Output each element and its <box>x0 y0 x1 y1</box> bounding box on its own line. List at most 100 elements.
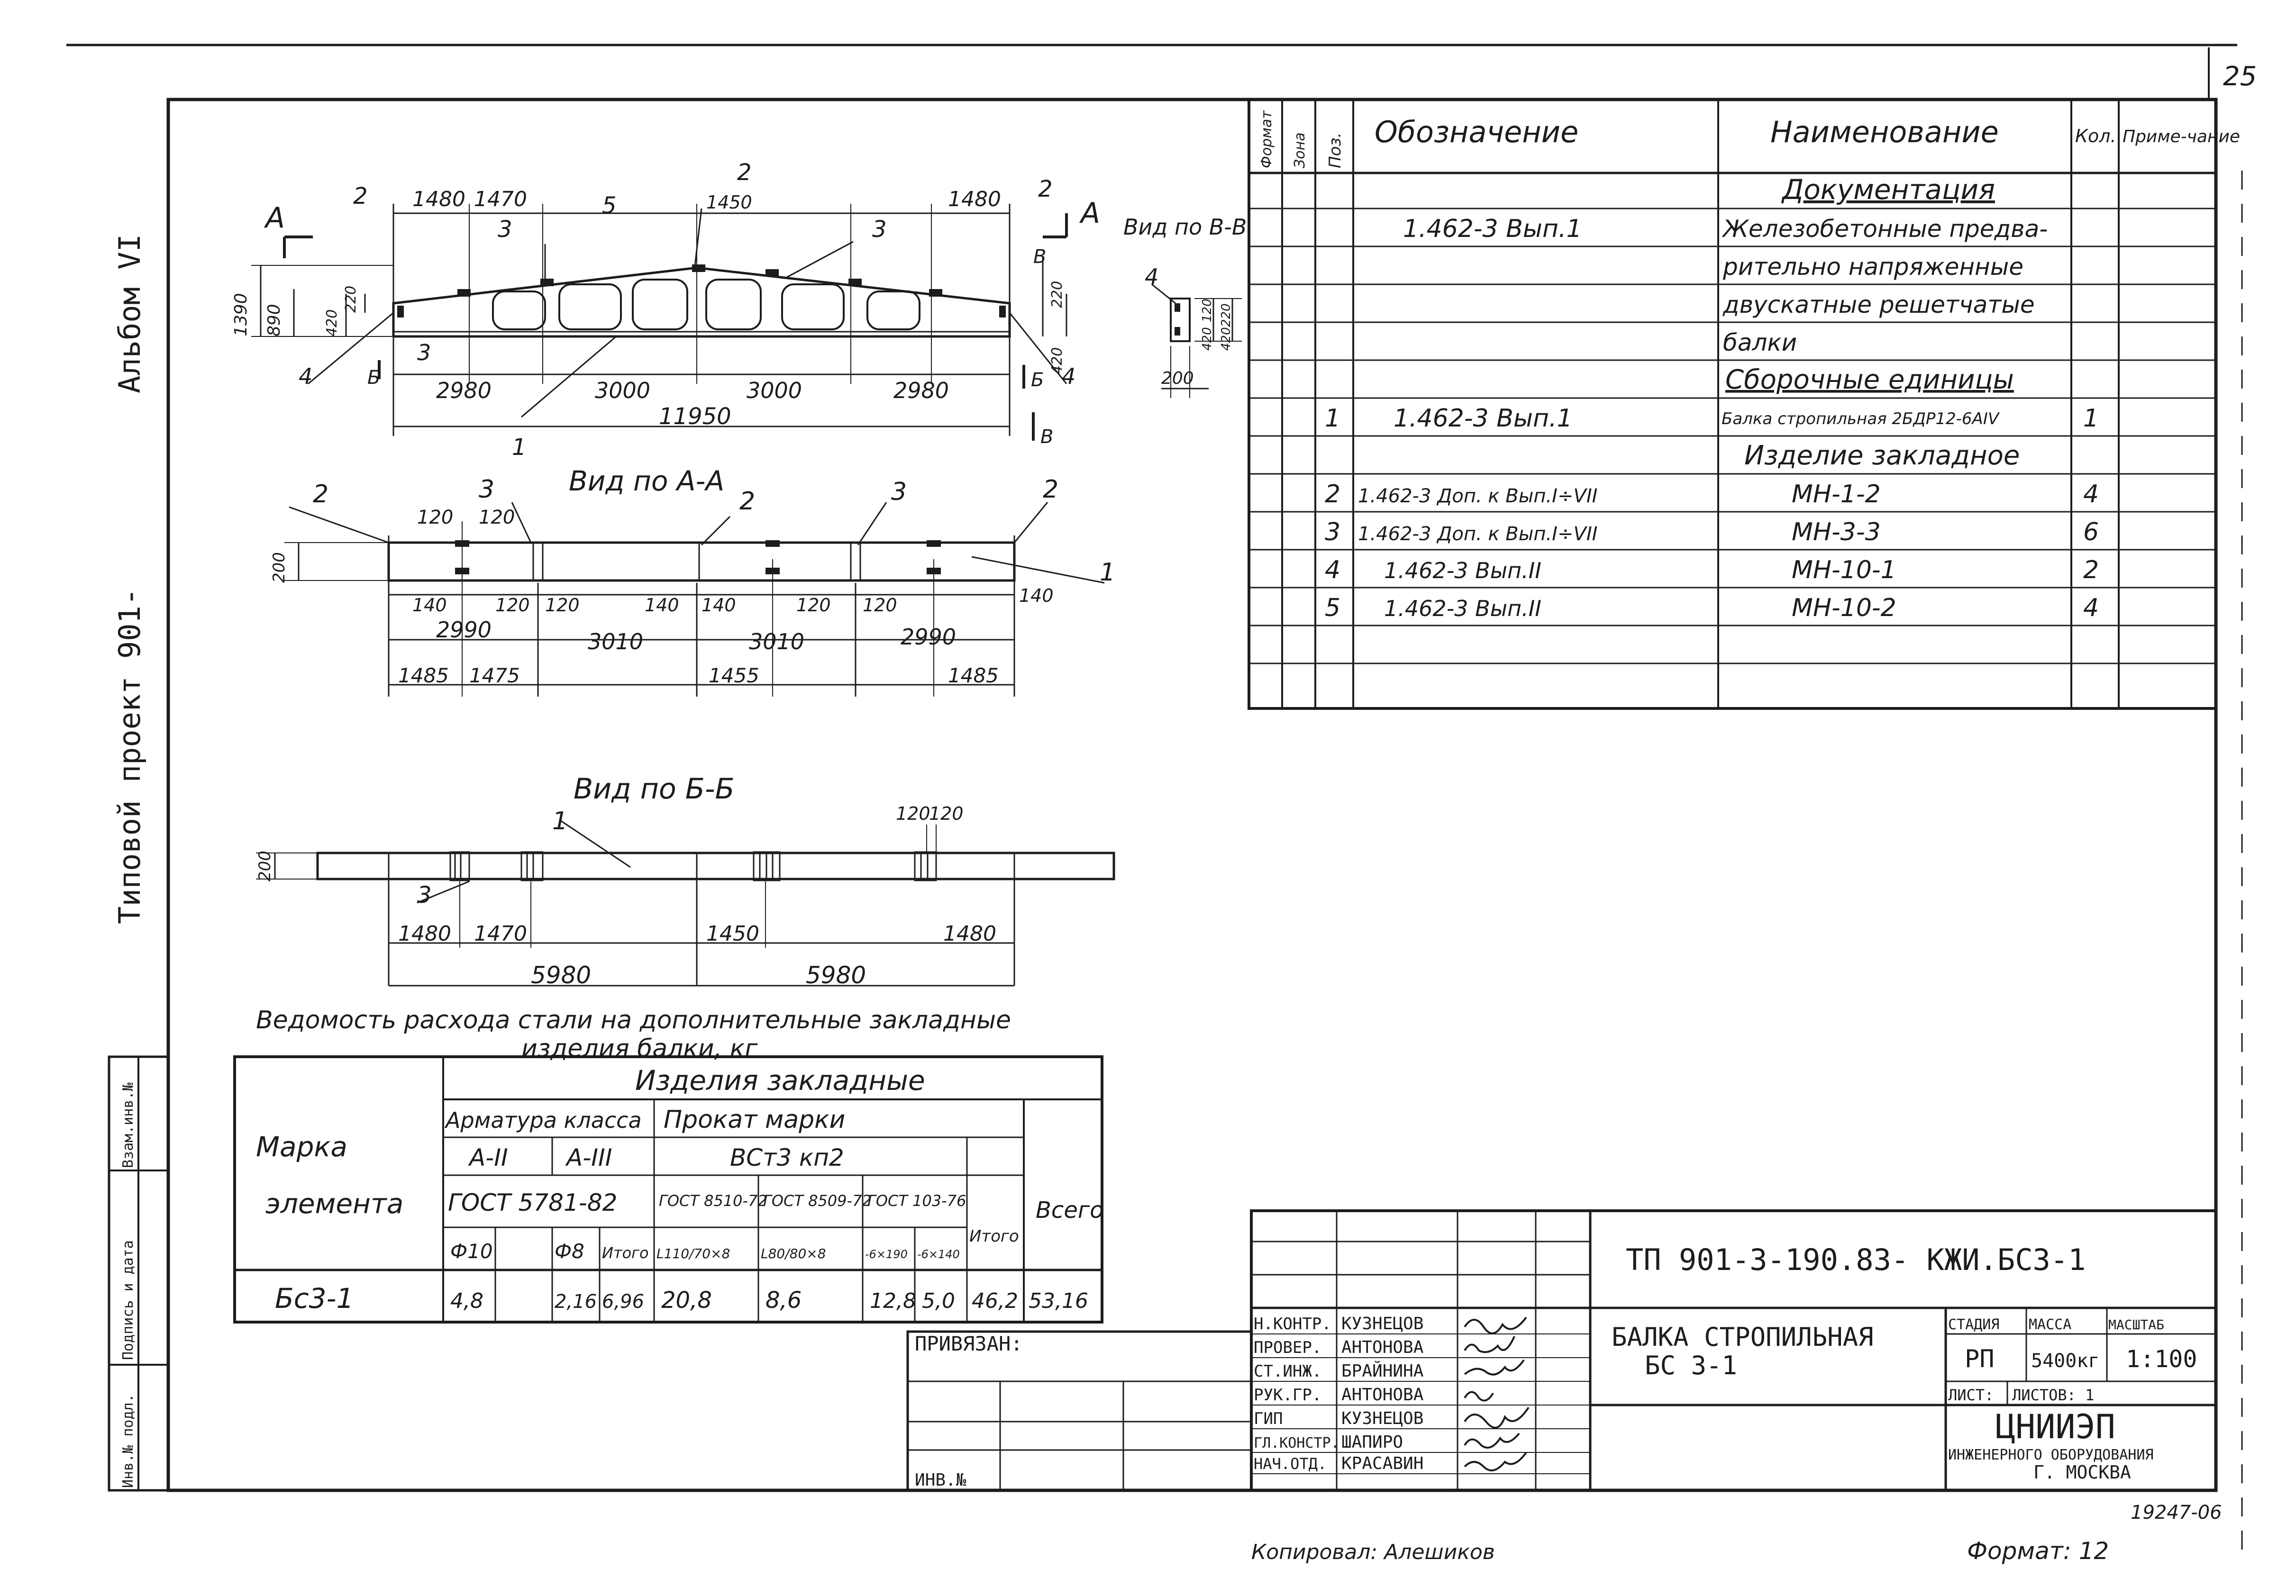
tb-org-3: Г. МОСКВА <box>2033 1462 2131 1483</box>
sign-date-label: Подпись и дата <box>120 1240 137 1360</box>
spec-section-doc: Документация <box>1781 173 1995 206</box>
steel-val-6: 12,8 <box>870 1289 916 1313</box>
vv-h-3: 220 <box>1219 303 1233 327</box>
aa-pos-1: 1 <box>1100 558 1115 587</box>
steel-gost-rebar: ГОСТ 5781-82 <box>448 1189 617 1216</box>
page-number: 25 <box>2223 61 2257 92</box>
dim-top-1: 1480 <box>412 187 465 211</box>
cut-v-top: В <box>1033 246 1046 268</box>
steel-sub-f10: Ф10 <box>450 1240 493 1263</box>
spec-row4-pos: 5 <box>1325 594 1340 622</box>
bb-offset-1: 1480 <box>398 922 451 946</box>
steel-sub-angle-1: L110/70×8 <box>656 1246 730 1261</box>
cut-a-left: А <box>264 201 285 235</box>
footer-copied: Копировал: Алешиков <box>1251 1540 1495 1564</box>
spec-unit-name: Балка стропильная 2БДР12-6АIV <box>1722 409 2000 428</box>
bb-offset-2: 1470 <box>474 922 527 946</box>
spec-h-note: Приме-чание <box>2123 127 2240 146</box>
height-4: 220 <box>343 286 359 313</box>
footer-number: 19247-06 <box>2131 1502 2222 1523</box>
tb-mass-label: МАССА <box>2029 1316 2071 1333</box>
bb-half-2: 5980 <box>806 961 866 989</box>
aa-small-4: 140 <box>645 595 679 616</box>
steel-val-3: 6,96 <box>602 1291 644 1313</box>
steel-val-1: 4,8 <box>450 1289 483 1313</box>
aa-small-1: 140 <box>412 595 447 616</box>
span-3: 3000 <box>747 378 802 403</box>
steel-mark-2: элемента <box>265 1188 403 1220</box>
tb-title-2: БС 3-1 <box>1645 1351 1737 1380</box>
steel-sub-angle-2: L80/80×8 <box>761 1246 826 1261</box>
tb-inv: ИНВ.№ <box>915 1470 966 1490</box>
view-vv-title: Вид по В-В <box>1123 214 1247 240</box>
tb-name-5: КУЗНЕЦОВ <box>1341 1409 1423 1428</box>
steel-val-8: 46,2 <box>972 1289 1018 1313</box>
steel-rebar-class: Арматура класса <box>444 1107 642 1133</box>
tb-stage: РП <box>1965 1345 1995 1373</box>
tb-org-2: ИНЖЕНЕРНОГО ОБОРУДОВАНИЯ <box>1948 1447 2153 1463</box>
spec-unit-pos: 1 <box>1325 404 1340 433</box>
aa-bottom-4: 1485 <box>948 664 999 687</box>
spec-row1-qty: 4 <box>2083 480 2099 508</box>
pos-3-b: 3 <box>872 216 887 243</box>
tb-name-7: КРАСАВИН <box>1341 1454 1423 1473</box>
steel-grade: ВСт3 кп2 <box>730 1144 844 1171</box>
tb-scale: 1:100 <box>2126 1345 2197 1373</box>
spec-doc-name-2: рительно напряженные <box>1722 253 2023 281</box>
tb-name-1: КУЗНЕЦОВ <box>1341 1314 1423 1333</box>
spec-row2-qty: 6 <box>2083 518 2099 546</box>
spec-table <box>1248 98 2217 710</box>
steel-gost-1: ГОСТ 8510-72 <box>659 1192 767 1210</box>
bb-pos-3: 3 <box>417 882 432 908</box>
steel-table <box>233 1055 1103 1324</box>
spec-row3-qty: 2 <box>2083 556 2099 584</box>
project-label: Типовой проект 901- <box>112 588 147 924</box>
spec-unit-designation: 1.462-3 Вып.1 <box>1394 404 1573 433</box>
tb-scale-label: МАСШТАБ <box>2108 1317 2164 1333</box>
cut-v-bottom: В <box>1040 426 1053 448</box>
pos-5: 5 <box>602 192 617 219</box>
aa-bottom-3: 1455 <box>709 664 759 687</box>
bb-top-1: 120 <box>896 803 930 824</box>
cut-a-right: А <box>1079 197 1100 230</box>
bb-top-2: 120 <box>929 803 964 824</box>
steel-caption-2: изделия балки, кг <box>521 1034 758 1063</box>
spec-row3-pos: 4 <box>1325 556 1340 584</box>
span-4: 2980 <box>893 378 949 403</box>
height-6: 420 <box>1049 347 1066 374</box>
tb-name-6: ШАПИРО <box>1341 1433 1403 1452</box>
view-bb-title: Вид по Б-Б <box>574 772 735 806</box>
steel-val-7: 5,0 <box>922 1289 955 1313</box>
steel-val-9: 53,16 <box>1029 1289 1088 1313</box>
tb-org-1: ЦНИИЭП <box>1995 1407 2115 1446</box>
steel-sub-plate-1: -6×190 <box>865 1248 908 1261</box>
dim-top-2: 1470 <box>474 187 527 211</box>
tb-sheet: ЛИСТ: <box>1948 1386 1994 1404</box>
steel-a2: А-II <box>468 1144 508 1171</box>
steel-embedded: Изделия закладные <box>635 1064 925 1097</box>
view-vv-drawing <box>1151 283 1242 398</box>
spec-row3-name: МН-10-1 <box>1792 556 1896 584</box>
pos-3-a: 3 <box>498 216 512 243</box>
steel-subtotal-2-label: Итого <box>969 1227 1019 1246</box>
span-total: 11950 <box>659 403 731 430</box>
aa-pos-2-b: 2 <box>739 487 755 516</box>
vv-h-1: 420 <box>1200 327 1214 351</box>
spec-doc-name-1: Железобетонные предва- <box>1722 215 2048 243</box>
spec-h-pos: Поз. <box>1326 133 1345 168</box>
spec-section-units: Сборочные единицы <box>1725 364 2014 395</box>
title-block <box>906 1209 2217 1492</box>
left-strip: Инв.№ подл. Подпись и дата Взам.инв.№ <box>108 1055 170 1492</box>
aa-mid-2: 3010 <box>588 629 643 654</box>
dim-top-4: 1480 <box>948 187 1001 211</box>
steel-gost-3: ГОСТ 103-76 <box>867 1192 966 1210</box>
spec-row1-designation: 1.462-3 Доп. к Вып.I÷VII <box>1358 485 1597 507</box>
spec-row2-designation: 1.462-3 Доп. к Вып.I÷VII <box>1358 523 1597 545</box>
aa-mid-4: 2990 <box>901 624 956 650</box>
tb-role-3: СТ.ИНЖ. <box>1254 1362 1321 1381</box>
steel-val-4: 20,8 <box>661 1287 712 1314</box>
spec-row4-qty: 4 <box>2083 594 2099 622</box>
pos-2-a: 2 <box>353 183 368 209</box>
spec-h-zone: Зона <box>1292 132 1308 168</box>
